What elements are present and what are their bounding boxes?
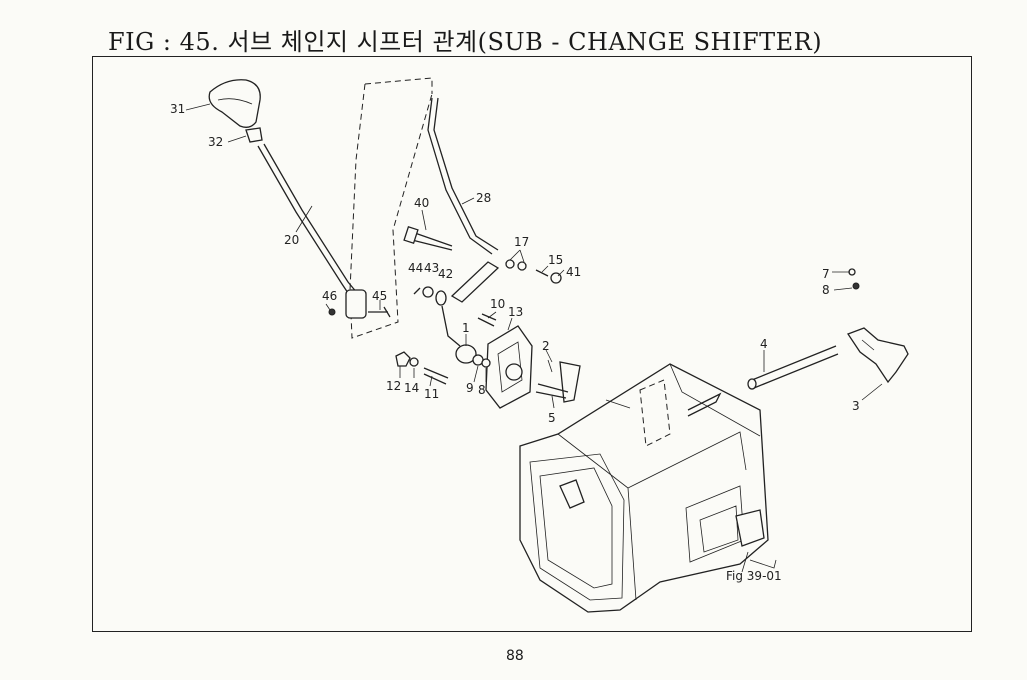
callout-32: 32: [208, 135, 223, 149]
rod-28: [427, 97, 499, 255]
bushing-42: [435, 290, 447, 306]
assembly-boundary: [349, 77, 433, 339]
bolt-45: [368, 306, 391, 318]
callout-44: 44: [408, 261, 423, 275]
callout-28: 28: [476, 191, 491, 205]
link-rod: [441, 305, 461, 347]
pin-17b: [517, 261, 527, 271]
diagram-frame: [92, 56, 972, 632]
callout-40: 40: [414, 196, 429, 210]
page-title: FIG : 45. 서브 체인지 시프터 관계(SUB - CHANGE SHI…: [108, 28, 823, 56]
shift-knob: [208, 79, 261, 128]
rod-arm: [450, 261, 500, 303]
bolt-40: [411, 231, 453, 251]
stud-11: [423, 367, 449, 385]
washer-43: [422, 286, 434, 298]
callout-8-top: 8: [822, 283, 830, 297]
callout-13: 13: [508, 305, 523, 319]
callout-2: 2: [542, 339, 550, 353]
spring-15: [535, 269, 549, 277]
callout-43: 43: [424, 261, 439, 275]
transmission-housing: [519, 363, 769, 613]
shift-lever: [257, 145, 351, 297]
callout-10: 10: [490, 297, 505, 311]
inspection-window: [639, 379, 671, 447]
callout-17: 17: [514, 235, 529, 249]
callout-42: 42: [438, 267, 453, 281]
callout-41: 41: [566, 265, 581, 279]
pin-17a: [505, 259, 515, 269]
pin-46: [328, 308, 336, 316]
reference-label: Fig 39-01: [726, 569, 782, 583]
callout-3: 3: [852, 399, 860, 413]
shift-rod-4: [751, 345, 839, 389]
lever-2: [559, 361, 581, 403]
callout-4: 4: [760, 337, 768, 351]
oring-8: [481, 358, 491, 368]
washer-14: [409, 357, 419, 367]
callout-12: 12: [386, 379, 401, 393]
callout-8: 8: [478, 383, 486, 397]
callout-31: 31: [170, 102, 185, 116]
shift-lever-edge: [263, 143, 359, 295]
nut-12: [395, 351, 411, 367]
bolt-10: [477, 313, 497, 327]
knob-nut: [245, 127, 263, 143]
callout-7: 7: [822, 267, 830, 281]
callout-9: 9: [466, 381, 474, 395]
spring-8: [852, 282, 860, 290]
shaft-5: [535, 383, 569, 399]
callout-1: 1: [462, 321, 470, 335]
page-number: 88: [506, 648, 524, 664]
callout-15: 15: [548, 253, 563, 267]
leader-lines: [185, 103, 883, 573]
callout-14: 14: [404, 381, 419, 395]
shift-fork-3: [847, 327, 909, 384]
callout-5: 5: [548, 411, 556, 425]
callout-46: 46: [322, 289, 337, 303]
pin-44: [413, 287, 421, 295]
callout-45: 45: [372, 289, 387, 303]
callout-11: 11: [424, 387, 439, 401]
callout-labels: 31 32 20 46 45 40 28 44 43 42 17 15 41 1…: [170, 102, 860, 583]
callout-20: 20: [284, 233, 299, 247]
lever-boss: [345, 289, 367, 319]
